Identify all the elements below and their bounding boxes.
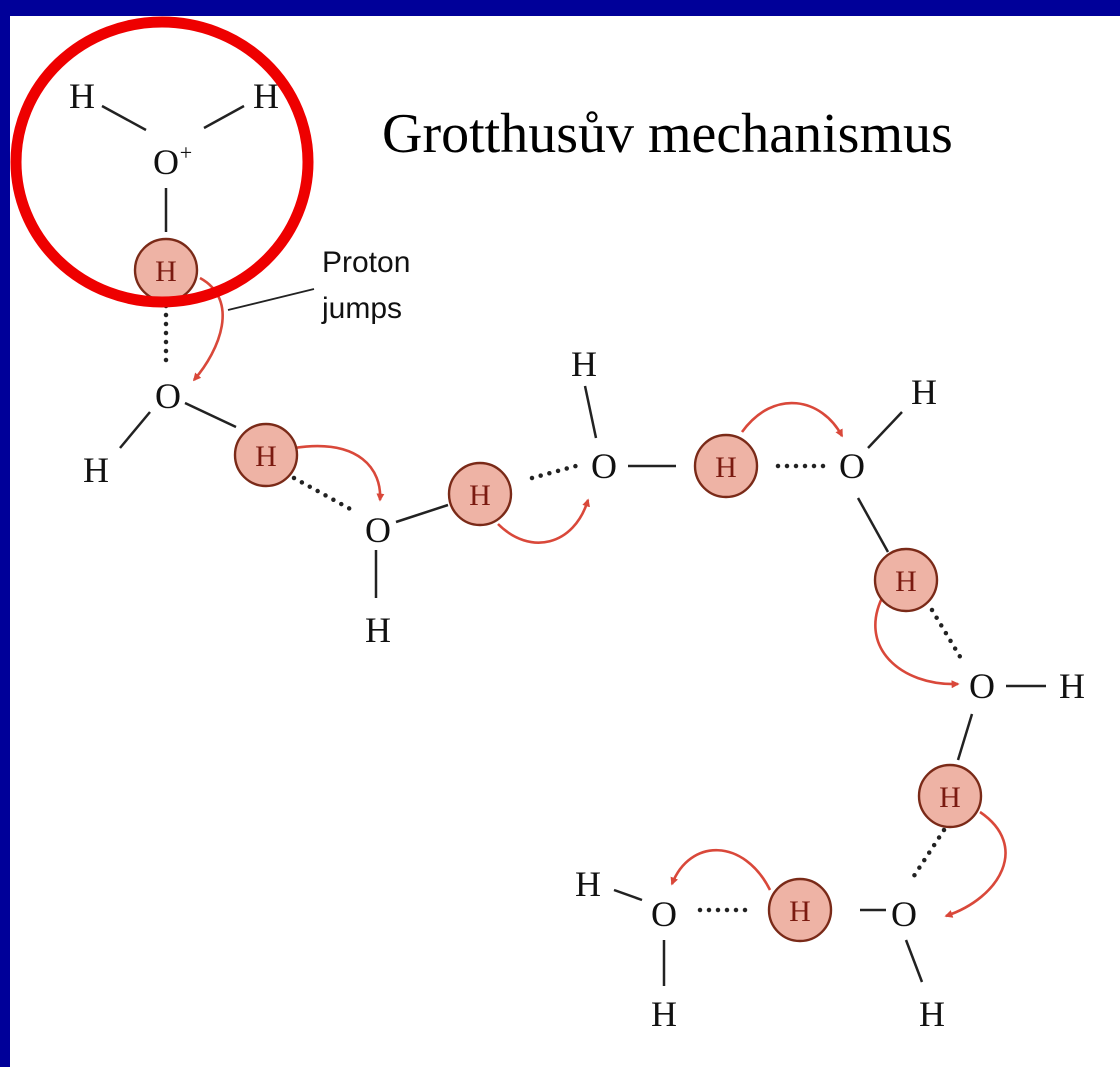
- bond-o4-h: [583, 385, 598, 439]
- hydrogen-atoms: H H H H H H H H H H: [69, 76, 1085, 1034]
- proton-label-3: H: [469, 479, 491, 512]
- proton-label-6: H: [939, 781, 961, 814]
- proton-label-5: H: [895, 565, 917, 598]
- oxygen-atom-2: O: [155, 376, 181, 416]
- bond-o7-h-left: [613, 888, 643, 902]
- proton-4: H: [693, 433, 759, 499]
- proton-6: H: [917, 763, 983, 829]
- covalent-bonds: [101, 104, 1046, 986]
- hydrogen-atom-3: H: [83, 450, 109, 490]
- proton-jump-arrows: [192, 276, 1007, 918]
- oxygen-atom-4: O: [591, 446, 617, 486]
- protons: H H H H H H H: [133, 237, 983, 943]
- proton-label-1: H: [155, 255, 177, 288]
- hbond-2: [291, 475, 355, 513]
- arrow-6: [944, 810, 1007, 918]
- bond-o3-p3: [395, 503, 449, 524]
- hydrogen-atom-2: H: [253, 76, 279, 116]
- hydrogen-atom-5: H: [571, 344, 597, 384]
- arrow-4: [740, 401, 844, 438]
- hydrogen-atom-8: H: [575, 864, 601, 904]
- oxygen-atoms: O + O O O O O O O: [153, 140, 995, 934]
- arrow-1: [192, 276, 224, 382]
- proton-3: H: [447, 461, 513, 527]
- hydrogen-atom-9: H: [651, 994, 677, 1034]
- bond-h1-o1: [101, 104, 147, 132]
- bond-o5-p5: [856, 497, 890, 553]
- arrow-7: [670, 848, 772, 891]
- arrow-2: [293, 444, 385, 502]
- proton-7: H: [767, 877, 833, 943]
- slide-title: Grotthusův mechanismus: [382, 103, 953, 165]
- annotation-pointer-line: [227, 288, 315, 311]
- highlight-circle: [10, 16, 314, 308]
- hydrogen-atom-10: H: [919, 994, 945, 1034]
- hbond-5: [929, 607, 965, 663]
- bond-o8-h: [904, 939, 924, 983]
- proton-1: H: [133, 237, 199, 303]
- oxygen-atom-3: O: [365, 510, 391, 550]
- positive-charge: +: [180, 140, 192, 165]
- bond-o2-p2: [184, 401, 237, 429]
- hbond-6: [907, 827, 947, 885]
- bond-h2-o1: [203, 104, 245, 130]
- hydrogen-bonds: [163, 303, 965, 913]
- oxygen-atom-hydronium: O: [153, 142, 179, 182]
- arrow-3: [497, 498, 590, 544]
- bond-o6-p6: [956, 713, 974, 761]
- proton-2: H: [233, 422, 299, 488]
- bond-o5-h: [867, 411, 903, 449]
- annotation-line-1: Proton: [322, 246, 410, 279]
- hydrogen-atom-4: H: [365, 610, 391, 650]
- proton-5: H: [873, 547, 939, 613]
- diagram-panel: [10, 16, 1120, 1067]
- hydrogen-atom-6: H: [911, 372, 937, 412]
- hydrogen-atom-7: H: [1059, 666, 1085, 706]
- oxygen-atom-5: O: [839, 446, 865, 486]
- annotation-line-2: jumps: [321, 292, 402, 325]
- proton-label-2: H: [255, 440, 277, 473]
- arrow-5: [874, 593, 960, 689]
- proton-label-7: H: [789, 895, 811, 928]
- oxygen-atom-8: O: [891, 894, 917, 934]
- hbond-3: [529, 463, 579, 481]
- bond-o2-h: [119, 411, 151, 449]
- oxygen-atom-6: O: [969, 666, 995, 706]
- proton-label-4: H: [715, 451, 737, 484]
- hydrogen-atom-1: H: [69, 76, 95, 116]
- oxygen-atom-7: O: [651, 894, 677, 934]
